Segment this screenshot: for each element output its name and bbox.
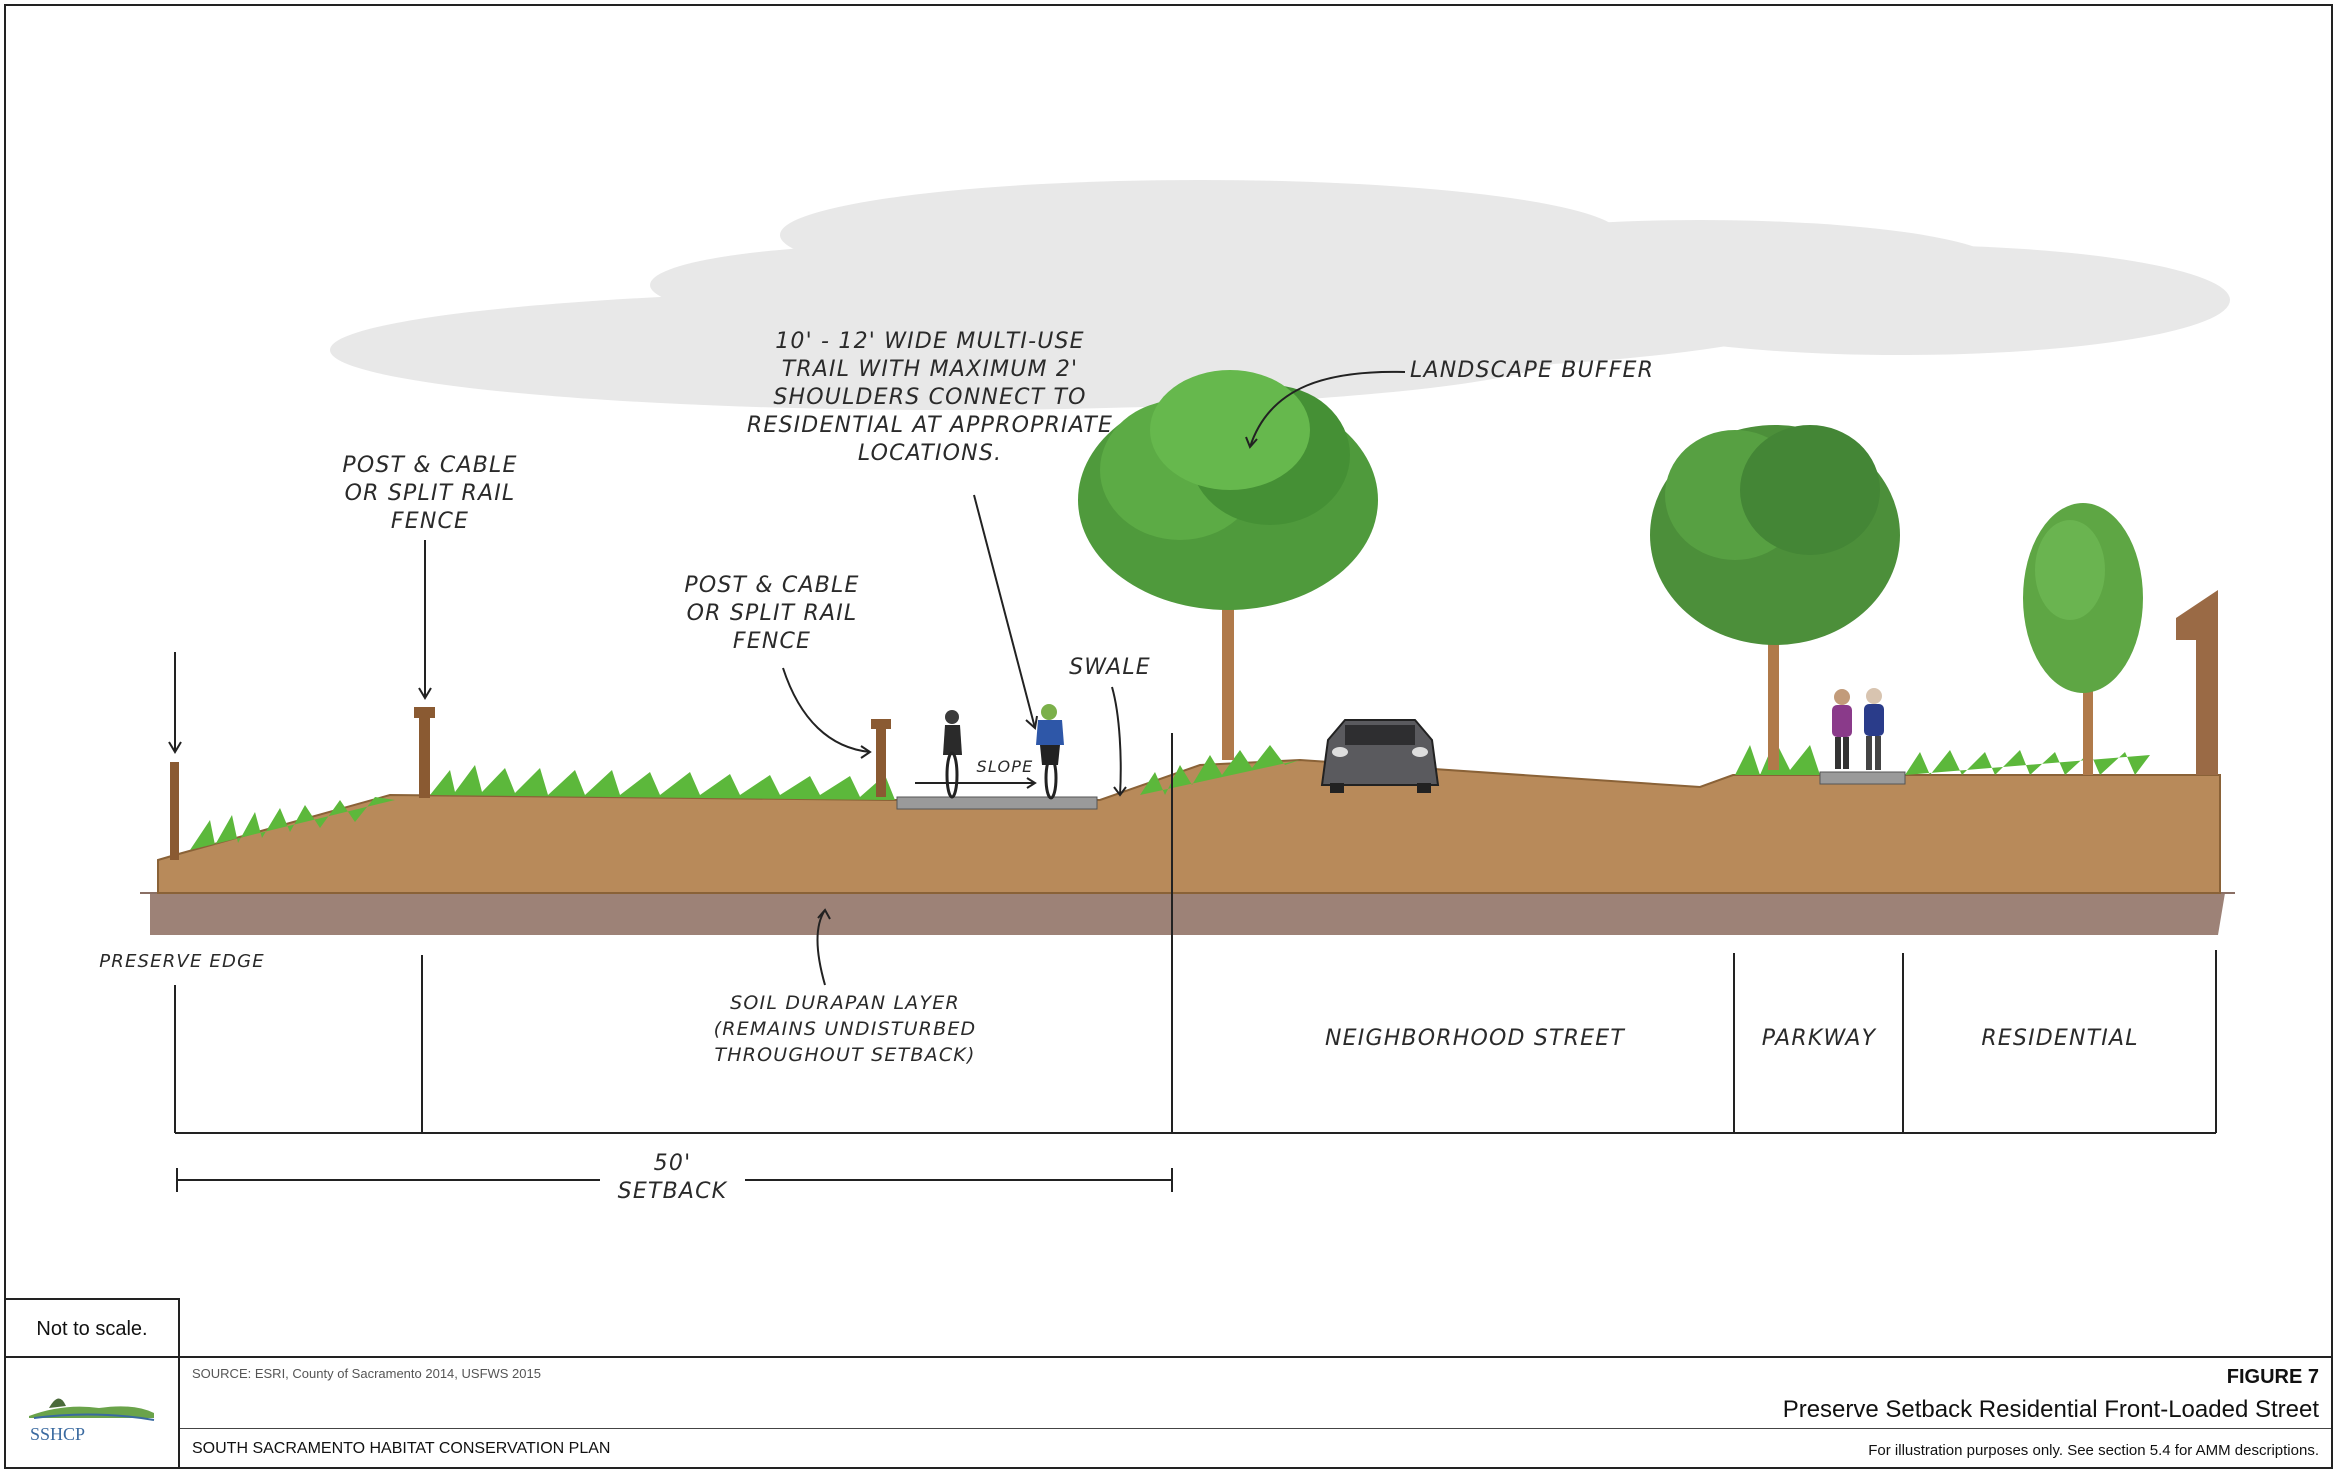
fence-callout-left: POST & CABLE OR SPLIT RAIL FENCE	[342, 453, 518, 534]
tree-residential	[2023, 503, 2143, 775]
title-block-divider	[180, 1428, 2331, 1429]
preserve-edge-post	[170, 762, 179, 860]
fence-callout-right: POST & CABLE OR SPLIT RAIL FENCE	[684, 573, 860, 654]
sshcp-logo: SSHCP	[4, 1358, 180, 1469]
parkway-label: PARKWAY	[1761, 1026, 1877, 1051]
setback-dimension-line	[176, 1168, 1173, 1192]
pedestrian-1	[1832, 689, 1852, 769]
cyclist-2	[1036, 704, 1064, 800]
tree-parkway	[1650, 425, 1900, 770]
swale-label: SWALE	[1069, 655, 1151, 680]
tree-landscape-buffer	[1078, 370, 1378, 760]
scale-note: Not to scale.	[4, 1298, 180, 1358]
logo-wordmark: SSHCP	[30, 1424, 86, 1444]
source-credit: SOURCE: ESRI, County of Sacramento 2014,…	[192, 1366, 541, 1381]
section-dividers	[174, 733, 2217, 1134]
car	[1320, 719, 1440, 793]
fence-post-right	[876, 722, 886, 797]
soil-layer-callout: SOIL DURAPAN LAYER (REMAINS UNDISTURBED …	[713, 992, 977, 1066]
figure-frame	[4, 4, 2333, 1469]
cyclist-1	[943, 710, 962, 799]
setback-label: 50' SETBACK	[617, 1151, 728, 1204]
figure-title: Preserve Setback Residential Front-Loade…	[1782, 1396, 2319, 1423]
durapan-layer	[150, 893, 2225, 935]
house-wall	[2176, 590, 2218, 775]
slope-label: SLOPE	[976, 757, 1034, 776]
sshcp-logo-graphic	[29, 1398, 155, 1421]
trail-callout: 10' - 12' WIDE MULTI-USE TRAIL WITH MAXI…	[746, 329, 1114, 466]
multi-use-trail	[896, 796, 1098, 810]
sidewalk	[1819, 771, 1906, 785]
plan-name: SOUTH SACRAMENTO HABITAT CONSERVATION PL…	[192, 1440, 611, 1457]
landscape-buffer-label: LANDSCAPE BUFFER	[1410, 358, 1655, 383]
fence-post-cap-right	[871, 719, 891, 729]
figure-number: FIGURE 7	[2226, 1366, 2319, 1388]
title-block: SSHCP SOURCE: ESRI, County of Sacramento…	[4, 1356, 2333, 1469]
preserve-edge-label: PRESERVE EDGE	[99, 951, 265, 972]
pedestrian-2	[1864, 688, 1884, 770]
figure-note: For illustration purposes only. See sect…	[1868, 1442, 2319, 1459]
fence-post-cap-left	[414, 707, 435, 718]
leader-lines	[168, 370, 1406, 986]
cloud-background	[330, 180, 2230, 410]
neighborhood-street-label: NEIGHBORHOOD STREET	[1325, 1026, 1625, 1051]
residential-label: RESIDENTIAL	[1981, 1026, 2139, 1051]
fence-post-left	[419, 710, 430, 798]
